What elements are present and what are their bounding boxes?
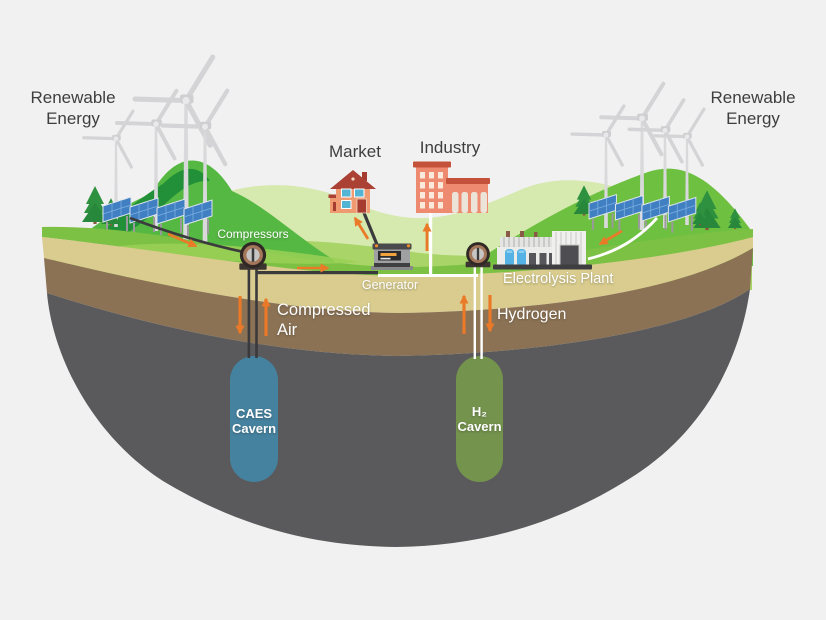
bedrock-bowl — [47, 289, 750, 547]
brown-soil-layer — [44, 248, 753, 356]
arrow-generator-to-market — [353, 216, 370, 240]
compressor-wellhead-icon — [239, 241, 267, 270]
market-building — [328, 170, 376, 214]
earth-cross-section — [42, 226, 753, 547]
h2-wellhead-icon — [465, 242, 491, 268]
generator-unit — [371, 243, 413, 270]
flow-arrows — [167, 216, 623, 336]
arrow-solar-to-compressor — [167, 232, 198, 248]
arrow-solar-to-electrolysis — [598, 229, 623, 246]
h2-cavern-shape — [456, 356, 503, 482]
industry-building — [413, 161, 490, 213]
pipes — [129, 207, 659, 359]
power-cable-left — [129, 216, 245, 254]
compressed-air-pipes — [247, 268, 378, 358]
khaki-soil-layer — [42, 237, 753, 313]
caes-cavern-shape — [230, 356, 278, 482]
electrolysis-plant-building — [493, 231, 592, 270]
hydrogen-pipes — [378, 208, 483, 359]
generator-to-market-cable — [360, 207, 380, 248]
power-cable-right — [587, 217, 659, 261]
